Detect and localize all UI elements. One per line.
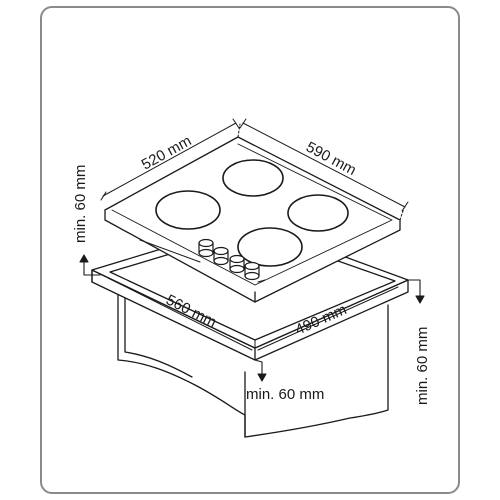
label-clearance-left: min. 60 mm xyxy=(72,165,89,243)
burner-front xyxy=(237,227,303,267)
burner-rear-center xyxy=(222,159,284,197)
dim-line-520 xyxy=(102,122,237,197)
dim-line-590 xyxy=(242,122,406,208)
dim-line-560 xyxy=(107,277,253,351)
burner-zones xyxy=(155,159,349,267)
knob-2 xyxy=(213,246,229,266)
knob-3 xyxy=(229,254,245,274)
clearance-arrow-right xyxy=(407,279,421,297)
hob-underside-edge xyxy=(139,239,266,283)
knob-4 xyxy=(244,261,260,281)
control-knobs xyxy=(198,238,260,281)
burner-left xyxy=(155,190,221,230)
label-clearance-front: min. 60 mm xyxy=(246,386,324,403)
cabinet-body xyxy=(117,281,389,438)
dim-line-490 xyxy=(257,286,399,351)
burner-right xyxy=(287,194,349,232)
label-clearance-right: min. 60 mm xyxy=(414,327,431,405)
dimension-lines xyxy=(100,118,409,353)
knob-1 xyxy=(198,238,214,258)
clearance-arrow-left xyxy=(83,261,101,276)
clearance-arrows xyxy=(79,254,425,382)
